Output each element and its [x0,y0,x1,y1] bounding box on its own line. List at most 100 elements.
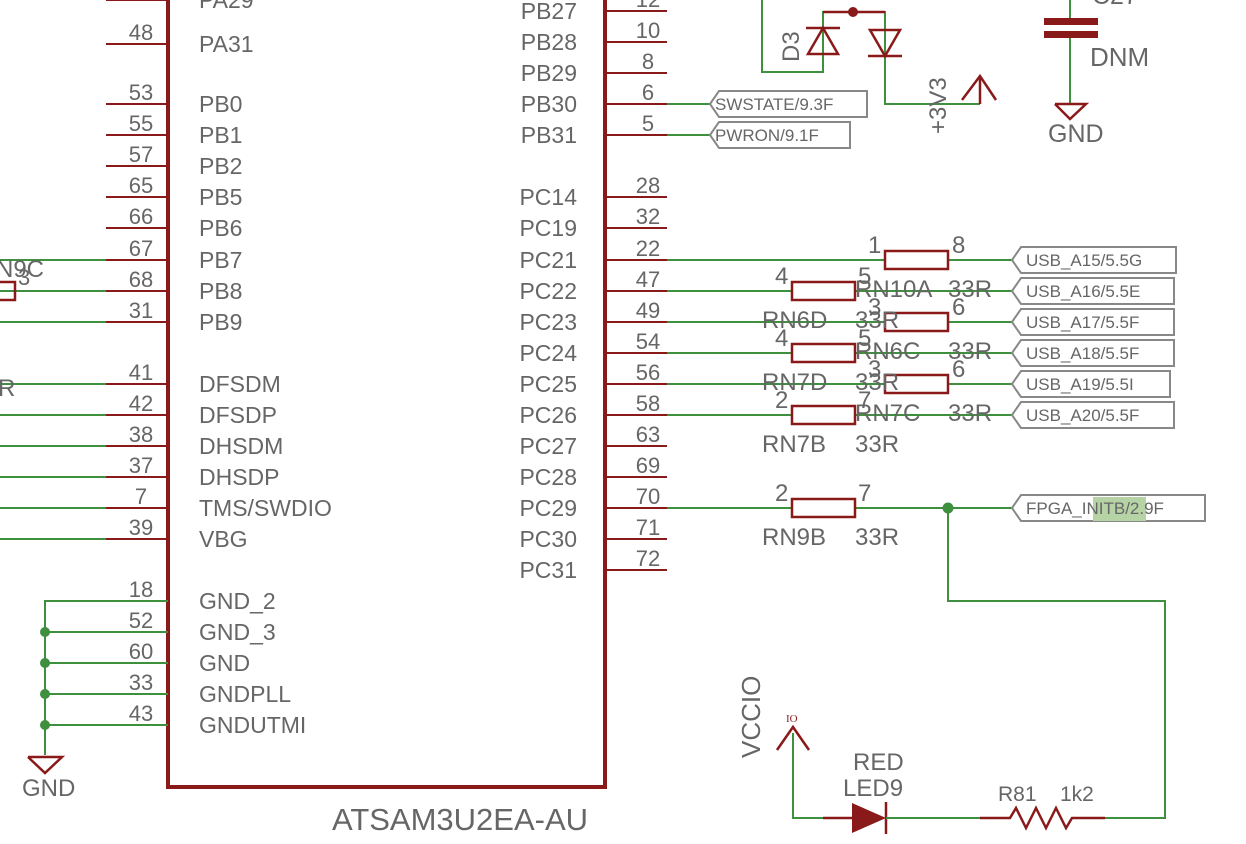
rn7c-pin-left: 3 [868,356,881,383]
net-flag-usb-a15-label: USB_A15/5.5G [1026,251,1142,270]
net-flag-usb-a19 [1010,370,1171,398]
net-flag-usb-a17 [1010,308,1175,336]
net-flag-usb-a16 [1010,277,1175,305]
rn7c-pin-right: 6 [952,356,965,383]
rn9b-pin-right: 7 [858,480,871,507]
cap-value-label: DNM [1090,42,1149,72]
pin-number: 52 [129,608,153,633]
rn7d-pin-right: 5 [858,325,871,352]
pin-number: 33 [129,670,153,695]
pin-name: DFSDM [199,371,281,397]
net-flag-usb-a19-label: USB_A19/5.5I [1026,375,1134,394]
rn10a-ref: RN10A [855,276,932,303]
pin-name: PC25 [519,371,577,397]
rn7d-value: 33R [855,369,899,396]
rn6d-pin-right: 5 [858,263,871,290]
pin-name: PB9 [199,309,242,335]
rn9c-ref-label: N9C [0,256,44,283]
resistor-rn7c [883,373,950,395]
net-flag-swstate-label: SWSTATE/9.3F [715,95,833,114]
pin-name: PB5 [199,184,242,210]
net-flag-usb-a16-label: USB_A16/5.5E [1026,282,1140,301]
junction-dot [40,689,50,699]
net-flag-usb-a20 [1010,401,1175,429]
resistor-rn9b [790,497,857,519]
pin-name: PA31 [199,31,254,57]
right-pin-column: 12PB2710PB288PB296PB305PB3128PC1432PC192… [519,0,667,583]
pin-number: 7 [135,484,147,509]
rn10a-pin-left: 1 [868,232,881,259]
net-flag-usb-a18 [1010,339,1175,367]
pin-number: 69 [636,453,660,478]
pin-name: GND_3 [199,619,276,645]
pin-number: 43 [129,701,153,726]
rn10a-value: 33R [948,276,992,303]
vccio-label: VCCIO [736,676,766,758]
pin-number: 18 [129,577,153,602]
rn7b-pin-right: 7 [858,387,871,414]
pin-name: TMS/SWDIO [199,495,332,521]
rn9c-pin-number: 3 [18,265,30,290]
pin-number: 41 [129,360,153,385]
rn9b-ref: RN9B [762,524,826,551]
pin-number: 10 [636,18,660,43]
wire-initb-pullup [947,508,1166,819]
pin-name: VBG [199,526,248,552]
net-flag-usb-a20-label: USB_A20/5.5F [1026,406,1139,425]
pin-number: 39 [129,515,153,540]
net-flag-swstate [708,90,868,118]
pin-name: PC14 [519,184,577,210]
pin-number: 5 [642,111,654,136]
pin-number: 6 [642,80,654,105]
rn6c-ref: RN6C [855,338,920,365]
pin-number: 31 [129,298,153,323]
capacitor-plate-top [1044,18,1098,25]
led-led9-body [852,803,886,833]
pin-name: PC21 [519,247,577,273]
resistor-r81 [980,805,1105,831]
diode-d3-left [805,25,841,56]
rn7c-ref: RN7C [855,400,920,427]
pin-number: 37 [129,453,153,478]
pin-name: PC27 [519,433,577,459]
r81-ref-label: R81 [998,783,1037,806]
pin-number: 48 [129,20,153,45]
pin-number: 57 [129,142,153,167]
net-flag-fpga-initb-label: FPGA_INITB/2.9F [1026,499,1164,518]
rn10a-pin-right: 8 [952,232,965,259]
rn7b-value: 33R [855,431,899,458]
left-cut-resistor-label: R [0,375,15,402]
rn6c-pin-right: 6 [952,294,965,321]
rn7b-ref: RN7B [762,431,826,458]
pin-name: GNDUTMI [199,712,306,738]
pin-name: PB1 [199,122,242,148]
chip-body [166,0,607,789]
net-flag-usb-a15 [1010,246,1177,274]
io-label: IO [786,713,798,725]
pin-name: PB6 [199,215,242,241]
pin-name: PC22 [519,278,577,304]
net-flags: SWSTATE/9.3F PWRON/9.1F USB_A15/5.5G USB… [708,90,1206,522]
net-flag-usb-a18-label: USB_A18/5.5F [1026,344,1139,363]
pin-number: 65 [129,173,153,198]
left-ground-rail: GND [22,600,168,802]
pin-number: 53 [129,80,153,105]
pin-name: GND_2 [199,588,276,614]
pin-name: PB28 [521,29,577,55]
junction-dot [40,627,50,637]
gnd-left-label: GND [22,775,75,802]
rn6d-value: 33R [855,307,899,334]
pin-number: 63 [636,422,660,447]
diode-d3-right [867,28,903,59]
pin-number: 60 [129,639,153,664]
pin-number: 70 [636,484,660,509]
led-ref-label: LED9 [843,775,903,802]
fpga-flag-prefix: FPGA_ [1026,499,1082,518]
pin-number: 38 [129,422,153,447]
pin-number: 32 [636,204,660,229]
gnd-symbol-cap [1054,102,1090,121]
pin-name: DFSDP [199,402,277,428]
rn7c-value: 33R [948,400,992,427]
pin-name: PC23 [519,309,577,335]
